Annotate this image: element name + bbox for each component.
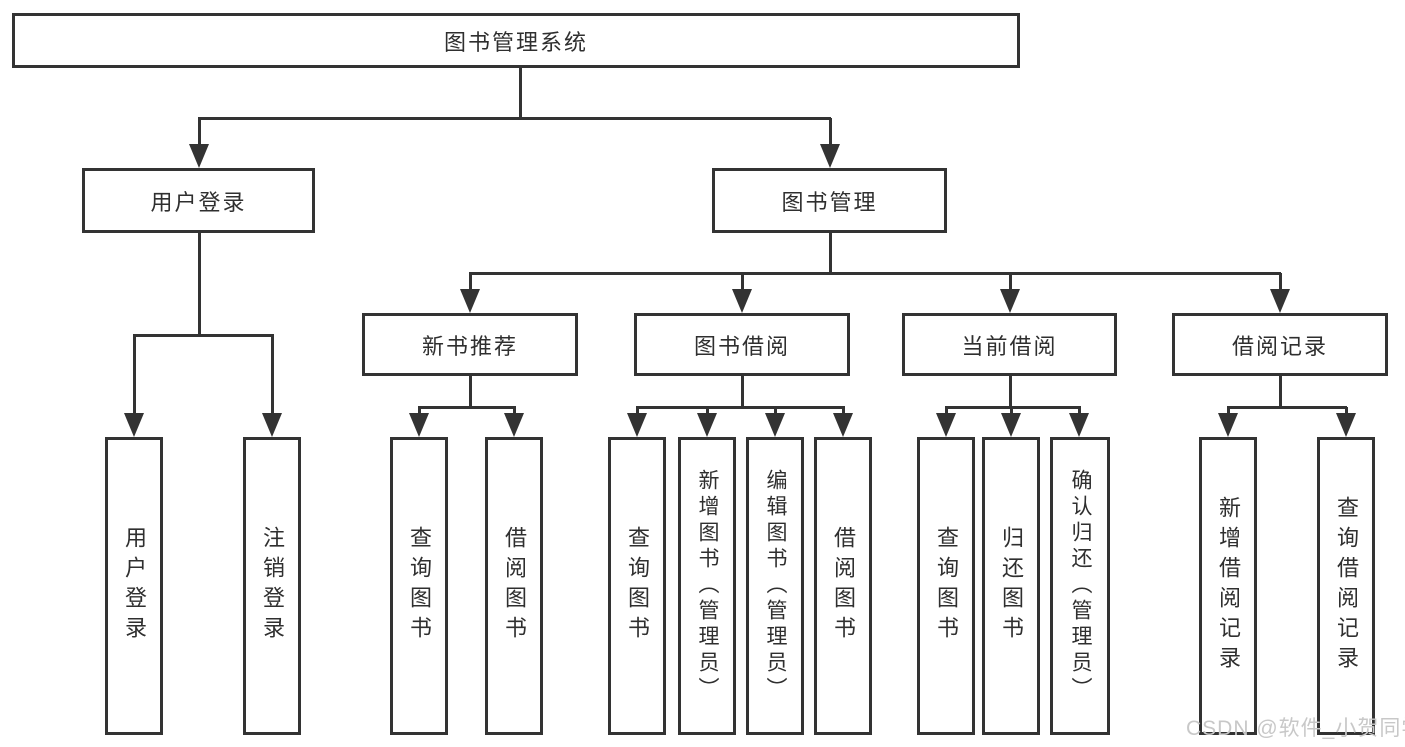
node-book-borrowing-label: 图书借阅 xyxy=(693,333,790,359)
leaf-user-login-label: 用户登录 xyxy=(122,526,147,646)
node-book-borrowing: 图书借阅 xyxy=(634,313,850,376)
arrow-down-icon xyxy=(936,413,956,437)
leaf-borrow-books-recommend-label: 借阅图书 xyxy=(502,526,527,646)
leaf-user-login: 用户登录 xyxy=(105,437,163,735)
arrow-down-icon xyxy=(833,413,853,437)
arrow-down-icon xyxy=(409,413,429,437)
arrow-down-icon xyxy=(124,413,144,437)
arrow-down-icon xyxy=(1001,413,1021,437)
connector-line xyxy=(1227,406,1347,409)
leaf-confirm-return-admin-label: 确认归还（管理员） xyxy=(1069,469,1092,703)
connector-line xyxy=(133,335,136,417)
connector-line xyxy=(469,376,472,409)
leaf-query-borrow-record: 查询借阅记录 xyxy=(1317,437,1375,735)
arrow-down-icon xyxy=(504,413,524,437)
leaf-borrow-books-recommend: 借阅图书 xyxy=(485,437,543,735)
connector-line xyxy=(198,117,831,120)
connector-line xyxy=(1078,407,1081,417)
leaf-add-borrow-record-label: 新增借阅记录 xyxy=(1216,496,1241,676)
arrow-down-icon xyxy=(1069,413,1089,437)
node-current-borrowing: 当前借阅 xyxy=(902,313,1117,376)
leaf-query-books-current-label: 查询图书 xyxy=(934,526,959,646)
leaf-logout: 注销登录 xyxy=(243,437,301,735)
connector-line xyxy=(741,273,744,293)
connector-line xyxy=(829,118,832,148)
connector-line xyxy=(1279,273,1282,293)
arrow-down-icon xyxy=(189,144,209,168)
connector-line xyxy=(519,68,522,120)
node-book-management-label: 图书管理 xyxy=(781,189,878,215)
arrow-down-icon xyxy=(1270,289,1290,313)
connector-line xyxy=(198,233,201,337)
connector-line xyxy=(829,233,832,275)
leaf-query-books-borrowing-label: 查询图书 xyxy=(625,526,650,646)
leaf-add-borrow-record: 新增借阅记录 xyxy=(1199,437,1257,735)
node-borrowing-records: 借阅记录 xyxy=(1172,313,1388,376)
connector-line xyxy=(469,273,472,293)
connector-line xyxy=(1279,376,1282,409)
arrow-down-icon xyxy=(1336,413,1356,437)
connector-line xyxy=(741,376,744,409)
connector-line xyxy=(1345,407,1348,417)
connector-line xyxy=(1009,376,1012,409)
leaf-add-books-admin: 新增图书（管理员） xyxy=(678,437,736,735)
node-new-book-recommendation-label: 新书推荐 xyxy=(421,333,518,359)
node-borrowing-records-label: 借阅记录 xyxy=(1231,333,1328,359)
connector-line xyxy=(706,407,709,417)
connector-line xyxy=(418,406,516,409)
connector-line xyxy=(636,407,639,417)
connector-line xyxy=(198,118,201,148)
connector-line xyxy=(774,407,777,417)
connector-line xyxy=(1227,407,1230,417)
connector-line xyxy=(636,406,845,409)
leaf-return-books-label: 归还图书 xyxy=(999,526,1024,646)
arrow-down-icon xyxy=(765,413,785,437)
leaf-borrow-books-borrowing-label: 借阅图书 xyxy=(831,526,856,646)
arrow-down-icon xyxy=(1218,413,1238,437)
leaf-query-books-recommend: 查询图书 xyxy=(390,437,448,735)
leaf-query-books-borrowing: 查询图书 xyxy=(608,437,666,735)
connector-line xyxy=(945,407,948,417)
node-new-book-recommendation: 新书推荐 xyxy=(362,313,578,376)
csdn-watermark: CSDN @软件_小贺同学 xyxy=(1186,717,1405,740)
leaf-logout-label: 注销登录 xyxy=(260,526,285,646)
node-current-borrowing-label: 当前借阅 xyxy=(961,333,1058,359)
arrow-down-icon xyxy=(460,289,480,313)
arrow-down-icon xyxy=(820,144,840,168)
node-user-login: 用户登录 xyxy=(82,168,315,233)
connector-line xyxy=(945,406,1081,409)
leaf-query-borrow-record-label: 查询借阅记录 xyxy=(1334,496,1359,676)
node-root: 图书管理系统 xyxy=(12,13,1020,68)
connector-line xyxy=(418,407,421,417)
node-book-management: 图书管理 xyxy=(712,168,947,233)
leaf-edit-books-admin: 编辑图书（管理员） xyxy=(746,437,804,735)
arrow-down-icon xyxy=(1000,289,1020,313)
connector-line xyxy=(133,334,274,337)
node-user-login-label: 用户登录 xyxy=(150,189,247,215)
connector-line xyxy=(1010,407,1013,417)
leaf-return-books: 归还图书 xyxy=(982,437,1040,735)
connector-line xyxy=(842,407,845,417)
leaf-add-books-admin-label: 新增图书（管理员） xyxy=(696,469,719,703)
arrow-down-icon xyxy=(732,289,752,313)
node-root-label: 图书管理系统 xyxy=(443,29,588,55)
leaf-edit-books-admin-label: 编辑图书（管理员） xyxy=(764,469,787,703)
arrow-down-icon xyxy=(262,413,282,437)
connector-line xyxy=(513,407,516,417)
leaf-confirm-return-admin: 确认归还（管理员） xyxy=(1050,437,1110,735)
connector-line xyxy=(271,335,274,417)
arrow-down-icon xyxy=(697,413,717,437)
connector-line xyxy=(1009,273,1012,293)
leaf-query-books-current: 查询图书 xyxy=(917,437,975,735)
leaf-query-books-recommend-label: 查询图书 xyxy=(407,526,432,646)
leaf-borrow-books-borrowing: 借阅图书 xyxy=(814,437,872,735)
arrow-down-icon xyxy=(627,413,647,437)
connector-line xyxy=(469,272,1281,275)
